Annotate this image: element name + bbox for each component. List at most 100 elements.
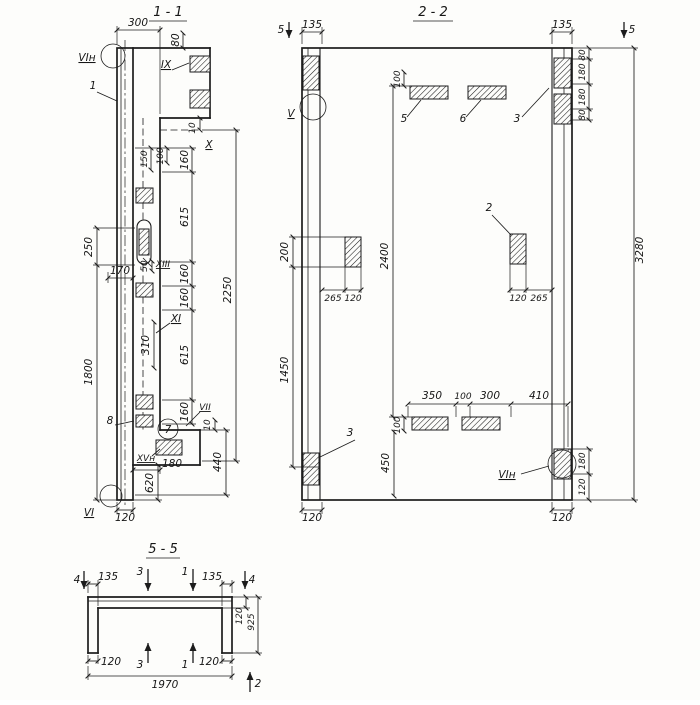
s11-title: 1 - 1 — [153, 5, 183, 20]
dim-label: 300 — [480, 390, 500, 402]
dim-label: 100 — [393, 416, 403, 433]
dim-label: 2250 — [222, 276, 234, 303]
pos-label-1: 1 — [90, 80, 97, 92]
embedded-plate — [189, 89, 211, 109]
dim-label: 170 — [110, 265, 130, 277]
embedded-plate — [467, 85, 507, 100]
section-mark-label: 1 — [182, 566, 189, 578]
dim-label: 50 — [140, 260, 150, 272]
dim-label: 265 — [324, 294, 341, 304]
embedded-plate — [138, 228, 150, 256]
section-5-5: 5 - 5 — [74, 542, 262, 692]
dim-label: 450 — [380, 453, 392, 473]
leader-pos3-bottom — [319, 439, 356, 458]
callout-circle-vin — [547, 449, 577, 479]
dim-label: 100 — [454, 392, 471, 402]
leader-pos3-top — [521, 87, 550, 118]
dim-label: 80 — [578, 49, 588, 61]
dim-label: 120 — [344, 294, 361, 304]
callout-circle-vi-top — [100, 43, 126, 69]
dim-label: 80 — [170, 33, 182, 47]
section-mark-label: 2 — [255, 678, 262, 690]
leader-xiii — [142, 257, 153, 268]
view-label-ix: IX — [161, 59, 172, 71]
dim-label: 135 — [202, 571, 222, 583]
dim-label: 120 — [101, 656, 121, 668]
dim-label: 1970 — [152, 679, 179, 691]
s55-geometry — [87, 596, 233, 654]
s22-title: 2 - 2 — [418, 5, 448, 20]
pos-label-5: 5 — [401, 113, 408, 125]
leader-pos1 — [96, 91, 118, 102]
s11-texts: 300 80 10 150 100 160 615 160 160 615 16… — [78, 17, 234, 524]
section-mark-label: 3 — [137, 659, 144, 671]
leader-xi — [155, 322, 171, 334]
dim-label: 440 — [212, 452, 224, 472]
view-label-x: X — [204, 139, 213, 151]
s55-title: 5 - 5 — [148, 542, 178, 557]
embedded-plate — [135, 394, 154, 410]
pos-label-7: 7 — [165, 424, 172, 436]
embedded-plate — [135, 282, 154, 298]
pos-label-6: 6 — [460, 113, 467, 125]
s11-embedded-plates — [135, 55, 211, 456]
embedded-plate — [135, 414, 154, 428]
dim-label: 120 — [199, 656, 219, 668]
embedded-plate — [553, 93, 572, 125]
dim-label: 160 — [179, 150, 191, 170]
dim-label: 410 — [529, 390, 549, 402]
s11-geometry — [116, 40, 211, 508]
dim-label: 120 — [509, 294, 526, 304]
s55-texts: 4 135 3 1 135 4 120 925 120 3 1 120 1970… — [74, 566, 262, 691]
pos-label-2: 2 — [486, 202, 493, 214]
dim-label: 1800 — [83, 358, 95, 385]
section-mark-label: 5 — [629, 24, 636, 36]
pos-label-8: 8 — [107, 415, 114, 427]
section-1-1: 1 - 1 — [78, 5, 240, 524]
dim-label: 120 — [115, 512, 135, 524]
leader-vii — [185, 411, 201, 427]
dim-label: 135 — [302, 19, 322, 31]
dim-label: 120 — [235, 607, 245, 624]
dim-label: 160 — [179, 288, 191, 308]
embedded-plate — [189, 55, 211, 73]
dim-label: 120 — [578, 478, 588, 495]
dim-label: 300 — [128, 17, 148, 29]
dim-label: 180 — [578, 452, 588, 469]
dim-label: 1450 — [279, 356, 291, 383]
embedded-plate — [344, 236, 362, 268]
dim-label: 180 — [578, 88, 588, 105]
dim-label: 620 — [144, 473, 156, 493]
embedded-plate — [302, 452, 320, 486]
embedded-plate — [509, 233, 527, 265]
pos-label-3-top: 3 — [514, 113, 521, 125]
embedded-plate — [155, 439, 183, 456]
view-label-vii: VII — [199, 403, 211, 413]
s55-dimensions — [80, 569, 262, 692]
dim-label: 615 — [179, 207, 191, 227]
section-mark-label: 3 — [137, 566, 144, 578]
dim-label: 100 — [156, 147, 166, 164]
leader-pos8 — [114, 420, 135, 426]
embedded-plate — [411, 416, 449, 431]
dim-label: 265 — [530, 294, 547, 304]
view-label-vin: VIн — [498, 469, 515, 481]
embedded-plate — [461, 416, 501, 431]
dim-label: 2400 — [379, 242, 391, 269]
dim-label: 250 — [83, 237, 95, 257]
s22-embedded-plates — [302, 55, 572, 486]
view-label-vi-bottom: VI — [84, 507, 94, 519]
dim-label: 80 — [578, 109, 588, 121]
view-label-vi-top: VIн — [78, 52, 95, 64]
section-mark-label: 1 — [182, 659, 189, 671]
callout-circle-vi-bottom — [99, 484, 123, 508]
section-2-2: 2 - 2 — [278, 5, 646, 524]
leader-pos5 — [406, 99, 422, 118]
dim-label: 180 — [578, 63, 588, 80]
s22-texts: 5 135 135 5 80 180 180 80 100 5 6 3 V 20… — [278, 19, 646, 524]
dim-label: 100 — [393, 70, 403, 87]
view-label-xvn: XVн — [136, 454, 155, 464]
